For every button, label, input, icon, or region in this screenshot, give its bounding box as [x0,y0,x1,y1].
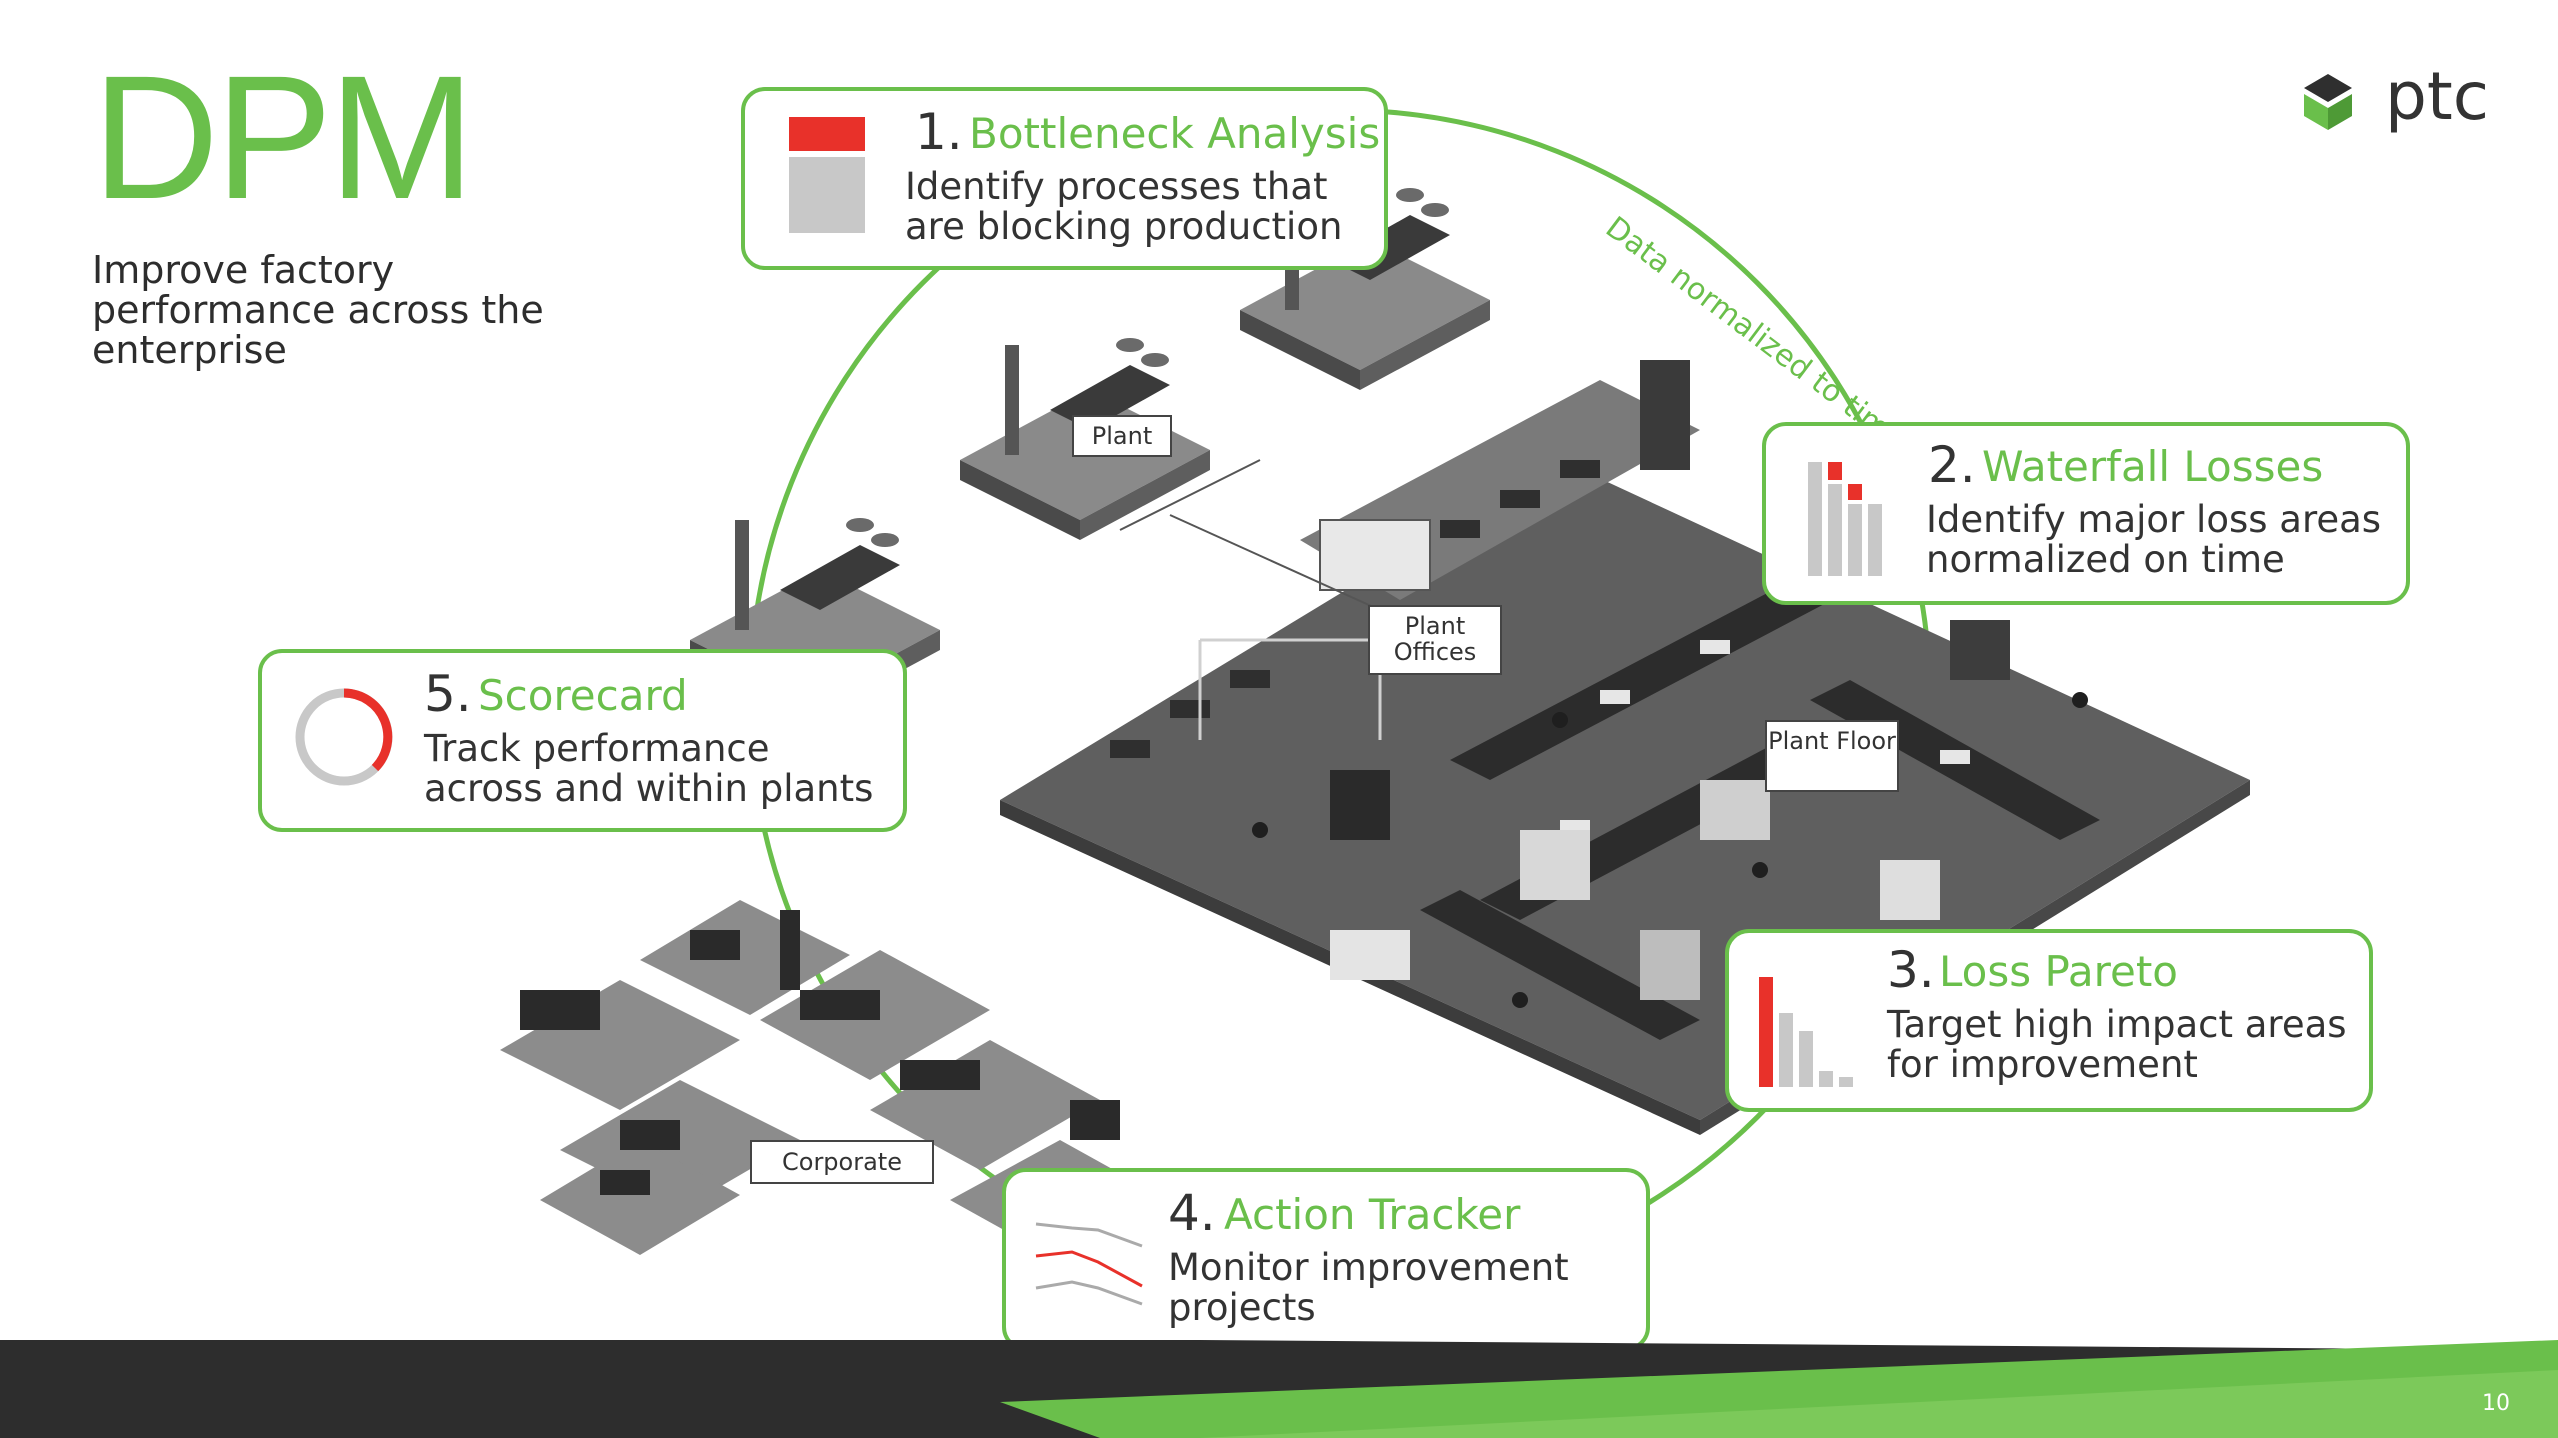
card-title: Scorecard [478,671,688,720]
card-description: Monitor improvement projects [1168,1246,1569,1329]
card-title: Bottleneck Analysis [969,109,1381,158]
corporate-building [500,900,1150,1255]
tag-plant-floor: Plant Floor [1765,720,1899,792]
card-description: Track performance across and within plan… [424,727,874,810]
card-title: Waterfall Losses [1982,442,2324,491]
card-description: Identify major loss areas normalized on … [1926,498,2382,581]
waterfall-chart-icon [1808,462,1882,576]
card-number: 5. [424,665,472,723]
tag-plant: Plant [1072,415,1172,457]
card-number: 3. [1887,941,1935,999]
card-title: Loss Pareto [1939,947,2178,996]
tag-plant-offices: Plant Offices [1368,605,1502,675]
card-number: 1. [915,103,963,161]
trend-lines-icon [1035,1222,1143,1306]
ptc-logo-icon [2304,74,2352,130]
page-title: DPM [92,40,475,236]
tag-corporate: Corporate [750,1140,934,1184]
logo-wordmark: ptc [2385,58,2490,135]
bottleneck-icon [789,117,865,233]
card-description: Identify processes that are blocking pro… [905,165,1343,248]
card-bottleneck-analysis[interactable]: 1. Bottleneck Analysis Identify processe… [741,87,1388,270]
card-waterfall-losses[interactable]: 2. Waterfall Losses Identify major loss … [1762,422,2410,605]
pareto-chart-icon [1759,977,1853,1087]
card-title: Action Tracker [1224,1190,1521,1239]
card-action-tracker[interactable]: 4. Action Tracker Monitor improvement pr… [1002,1168,1650,1351]
card-scorecard[interactable]: 5. Scorecard Track performance across an… [258,649,907,832]
card-number: 4. [1168,1184,1216,1242]
footer-band [0,1340,2558,1438]
page-number: 10 [2482,1391,2510,1416]
donut-gauge-icon [295,688,393,786]
card-description: Target high impact areas for improvement [1887,1003,2347,1086]
card-loss-pareto[interactable]: 3. Loss Pareto Target high impact areas … [1725,929,2373,1112]
card-number: 2. [1928,436,1976,494]
page-subtitle: Improve factory performance across the e… [92,248,544,372]
